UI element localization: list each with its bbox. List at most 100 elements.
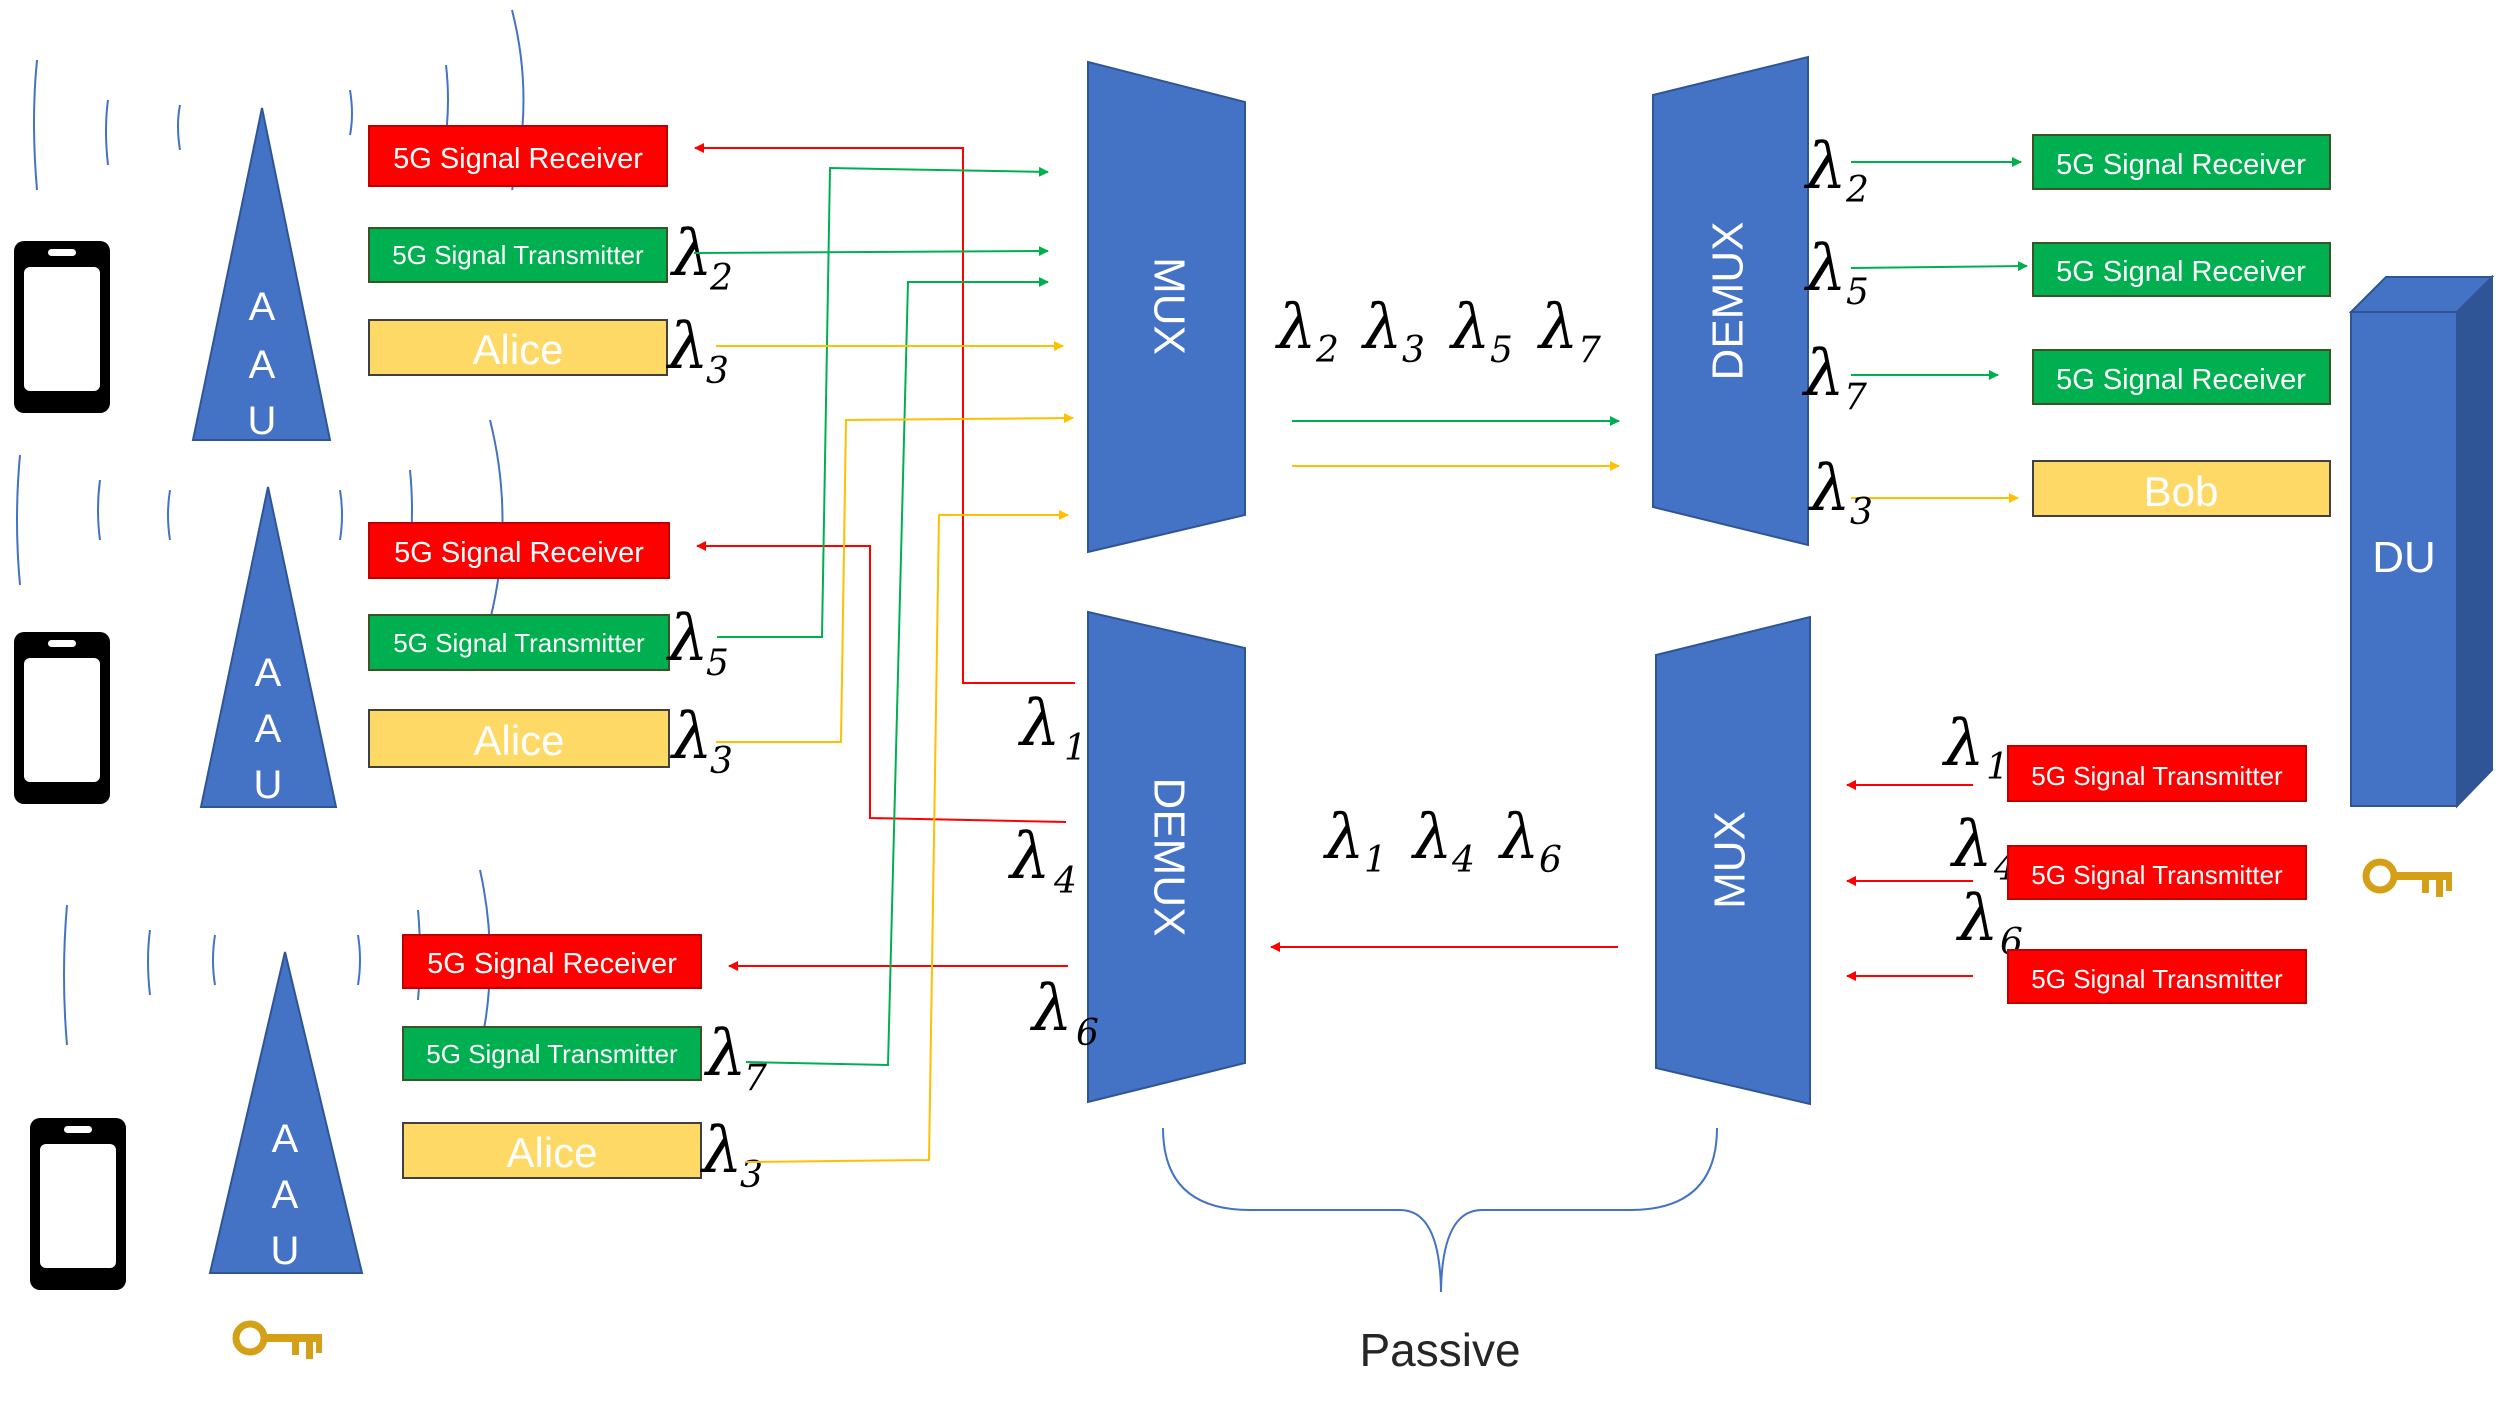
left-group-1: 5G Signal Receiver 5G Signal Transmitter… bbox=[368, 125, 733, 392]
lambda-symbol: λ bbox=[665, 310, 709, 384]
right-demux: DEMUX bbox=[1652, 55, 1809, 547]
lambda-subscript: 1 bbox=[1064, 728, 1087, 769]
receiver-label: 5G Signal Receiver bbox=[2056, 149, 2306, 181]
lambda-subscript: 7 bbox=[1578, 330, 1601, 371]
lambda-symbol: λ bbox=[1322, 800, 1364, 873]
receiver-label: 5G Signal Receiver bbox=[427, 948, 677, 980]
left-group-3: 5G Signal Receiver 5G Signal Transmitter… bbox=[402, 934, 767, 1196]
transmitter-label: 5G Signal Transmitter bbox=[392, 240, 644, 270]
right-mux: MUX bbox=[1655, 615, 1811, 1106]
receiver-label: 5G Signal Receiver bbox=[2056, 256, 2306, 288]
lambda-symbol: λ bbox=[1410, 800, 1452, 873]
aau-letter: A bbox=[255, 651, 282, 695]
receiver-box bbox=[368, 125, 668, 187]
transmitter-label: 5G Signal Transmitter bbox=[2031, 761, 2283, 791]
lambda-symbol: λ bbox=[669, 217, 713, 291]
aau-letter: U bbox=[248, 399, 277, 443]
lambda-subscript: 1 bbox=[1986, 747, 2009, 788]
aau-tower: A A U bbox=[191, 107, 332, 443]
transmitter-box bbox=[2007, 845, 2307, 900]
aau-letter: U bbox=[254, 763, 283, 807]
lambda-subscript: 5 bbox=[1490, 330, 1513, 371]
lambda-subscript: 4 bbox=[1053, 861, 1077, 902]
phone-icon bbox=[14, 632, 110, 804]
left-demux: DEMUX bbox=[1087, 610, 1246, 1104]
left-mux: MUX bbox=[1087, 60, 1246, 554]
receiver-box bbox=[2032, 134, 2331, 190]
lambda-symbol: λ bbox=[1807, 452, 1851, 526]
receiver-box bbox=[2032, 349, 2331, 405]
lambda-symbol: λ bbox=[1274, 290, 1316, 363]
passive-brace: Passive bbox=[1162, 1127, 1718, 1376]
du-unit: DU bbox=[2348, 274, 2495, 809]
transmitter-box bbox=[2007, 745, 2307, 802]
lambda-subscript: 7 bbox=[744, 1058, 767, 1099]
transmitter-label: 5G Signal Transmitter bbox=[2031, 860, 2283, 890]
aau-tower: A A U bbox=[199, 486, 338, 808]
lambda-symbol: λ bbox=[1949, 808, 1993, 882]
right-receivers: 5G Signal Receiver 5G Signal Receiver 5G… bbox=[2032, 134, 2331, 517]
connectors bbox=[693, 143, 2028, 1163]
demux-input-lambdas: λ 1 λ 4 λ 6 bbox=[1007, 687, 1099, 1054]
lambda-symbol: λ bbox=[665, 602, 709, 676]
transmitter-box bbox=[402, 1026, 702, 1081]
key-icon bbox=[236, 1324, 322, 1359]
du-label: DU bbox=[2372, 533, 2436, 582]
upstream-lambdas: λ 2 λ 3 λ 5 λ 7 bbox=[1274, 290, 1601, 371]
passive-label: Passive bbox=[1359, 1324, 1520, 1376]
transmitter-box bbox=[2007, 949, 2307, 1004]
downstream-lambdas: λ 1 λ 4 λ 6 bbox=[1322, 800, 1562, 881]
lambda-subscript: 3 bbox=[710, 741, 733, 782]
lambda-subscript: 3 bbox=[740, 1155, 763, 1196]
transmitter-label: 5G Signal Transmitter bbox=[2031, 964, 2283, 994]
receiver-box bbox=[368, 522, 670, 579]
right-mux-label: MUX bbox=[1706, 811, 1755, 909]
lambda-subscript: 2 bbox=[1315, 330, 1339, 371]
phone-icon bbox=[30, 1118, 126, 1290]
lambda-subscript: 1 bbox=[1364, 840, 1387, 881]
lambda-symbol: λ bbox=[1360, 290, 1402, 363]
lambda-symbol: λ bbox=[1536, 290, 1578, 363]
aau-tower: A A U bbox=[208, 951, 364, 1274]
transmitter-label: 5G Signal Transmitter bbox=[393, 628, 645, 658]
lambda-subscript: 3 bbox=[706, 351, 729, 392]
left-group-2: 5G Signal Receiver 5G Signal Transmitter… bbox=[368, 522, 733, 782]
lambda-subscript: 5 bbox=[706, 643, 729, 684]
left-demux-label: DEMUX bbox=[1144, 778, 1193, 937]
aau-letter: A bbox=[249, 285, 276, 329]
transmitter-box bbox=[368, 227, 668, 283]
lambda-subscript: 2 bbox=[709, 258, 733, 299]
aau-letter: A bbox=[249, 343, 276, 387]
alice-box bbox=[402, 1122, 702, 1179]
demux-output-lambdas: λ 2 λ 5 λ 7 λ 3 bbox=[1801, 130, 1873, 533]
lambda-subscript: 3 bbox=[1850, 492, 1873, 533]
aau-letter: A bbox=[272, 1173, 299, 1217]
key-icon bbox=[2366, 862, 2452, 897]
lambda-symbol: λ bbox=[1803, 232, 1847, 306]
receiver-label: 5G Signal Receiver bbox=[2056, 364, 2306, 396]
lambda-subscript: 2 bbox=[1845, 170, 1869, 211]
receiver-box bbox=[2032, 242, 2331, 297]
right-transmitters: λ 1 5G Signal Transmitter λ 4 5G Signal … bbox=[1941, 707, 2307, 1004]
phone-icon bbox=[14, 241, 110, 413]
receiver-label: 5G Signal Receiver bbox=[394, 537, 644, 569]
lambda-symbol: λ bbox=[1801, 337, 1845, 411]
lambda-subscript: 3 bbox=[1402, 330, 1425, 371]
alice-box bbox=[368, 319, 668, 376]
alice-label: Alice bbox=[506, 1129, 597, 1176]
alice-label: Alice bbox=[473, 717, 564, 764]
lambda-symbol: λ bbox=[1941, 707, 1985, 781]
receiver-label: 5G Signal Receiver bbox=[393, 143, 643, 175]
aau-letter: A bbox=[255, 707, 282, 751]
alice-label: Alice bbox=[472, 326, 563, 373]
bob-label: Bob bbox=[2144, 468, 2219, 515]
lambda-symbol: λ bbox=[1029, 972, 1073, 1046]
lambda-subscript: 5 bbox=[1846, 272, 1869, 313]
bob-box bbox=[2032, 460, 2331, 517]
lambda-symbol: λ bbox=[1803, 130, 1847, 204]
lambda-symbol: λ bbox=[1007, 820, 1051, 894]
aau-letter: U bbox=[271, 1229, 300, 1273]
right-demux-label: DEMUX bbox=[1704, 222, 1753, 381]
aau-letter: A bbox=[272, 1117, 299, 1161]
transmitter-box bbox=[368, 614, 670, 671]
